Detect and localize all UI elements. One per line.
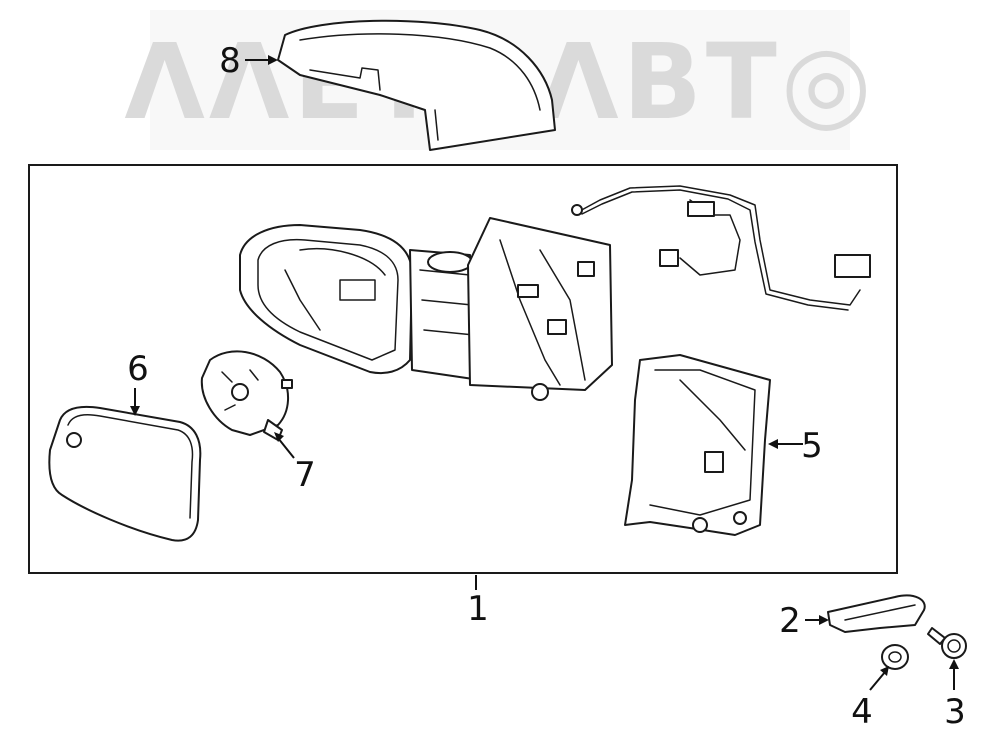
assembly-frame xyxy=(28,164,898,574)
part-2-signal-lamp xyxy=(827,594,926,633)
callout-5: 5 xyxy=(801,426,823,466)
mirror-housing xyxy=(239,224,481,381)
part-6-mirror-glass xyxy=(48,405,202,542)
arrowhead-5 xyxy=(768,439,778,449)
arrowhead-8 xyxy=(268,55,278,65)
callout-2: 2 xyxy=(779,601,801,641)
leader-lines xyxy=(130,55,959,691)
callout-8: 8 xyxy=(219,41,241,81)
arrowhead-6 xyxy=(130,406,140,416)
callout-3: 3 xyxy=(944,692,966,732)
arrowhead-7 xyxy=(274,432,284,442)
callout-6: 6 xyxy=(127,349,149,389)
part-7-actuator xyxy=(200,350,293,441)
wiring-harness xyxy=(571,185,871,311)
mirror-base xyxy=(467,217,613,401)
part-5-back-cover xyxy=(624,354,771,536)
callout-7: 7 xyxy=(294,455,316,495)
arrowhead-3 xyxy=(949,659,959,669)
callout-1: 1 xyxy=(467,589,489,629)
arrowhead-4 xyxy=(880,666,889,676)
part-3-screw xyxy=(927,627,967,659)
leader-4 xyxy=(869,671,886,691)
arrowhead-2 xyxy=(819,615,829,625)
part-4-washer xyxy=(881,644,909,670)
callout-4: 4 xyxy=(851,692,873,732)
leader-7 xyxy=(277,437,295,459)
callout-labels: 8 1 5 6 7 2 3 4 xyxy=(127,41,966,732)
part-8-mirror-cover xyxy=(277,19,556,151)
